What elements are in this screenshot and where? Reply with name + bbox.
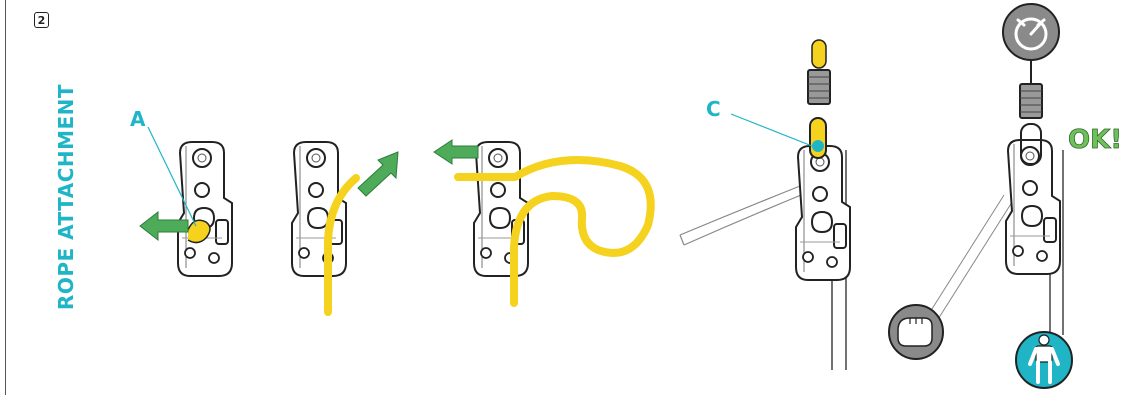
ok-label: OK! bbox=[1068, 125, 1122, 155]
callout-a-label: A bbox=[130, 107, 146, 131]
device-step-1 bbox=[178, 142, 232, 276]
callout-c-leader bbox=[731, 114, 812, 146]
fist-icon bbox=[889, 305, 943, 359]
arrow-left-icon bbox=[434, 140, 478, 164]
device-step-4 bbox=[680, 40, 850, 370]
arrow-up-right-icon bbox=[358, 152, 398, 196]
device-step-5 bbox=[925, 60, 1063, 335]
worker-harness-icon bbox=[1016, 332, 1072, 388]
carabiner-top bbox=[812, 40, 826, 68]
device-step-3 bbox=[474, 142, 528, 276]
callout-c-label: C bbox=[706, 97, 721, 121]
gauge-icon bbox=[1003, 4, 1059, 60]
